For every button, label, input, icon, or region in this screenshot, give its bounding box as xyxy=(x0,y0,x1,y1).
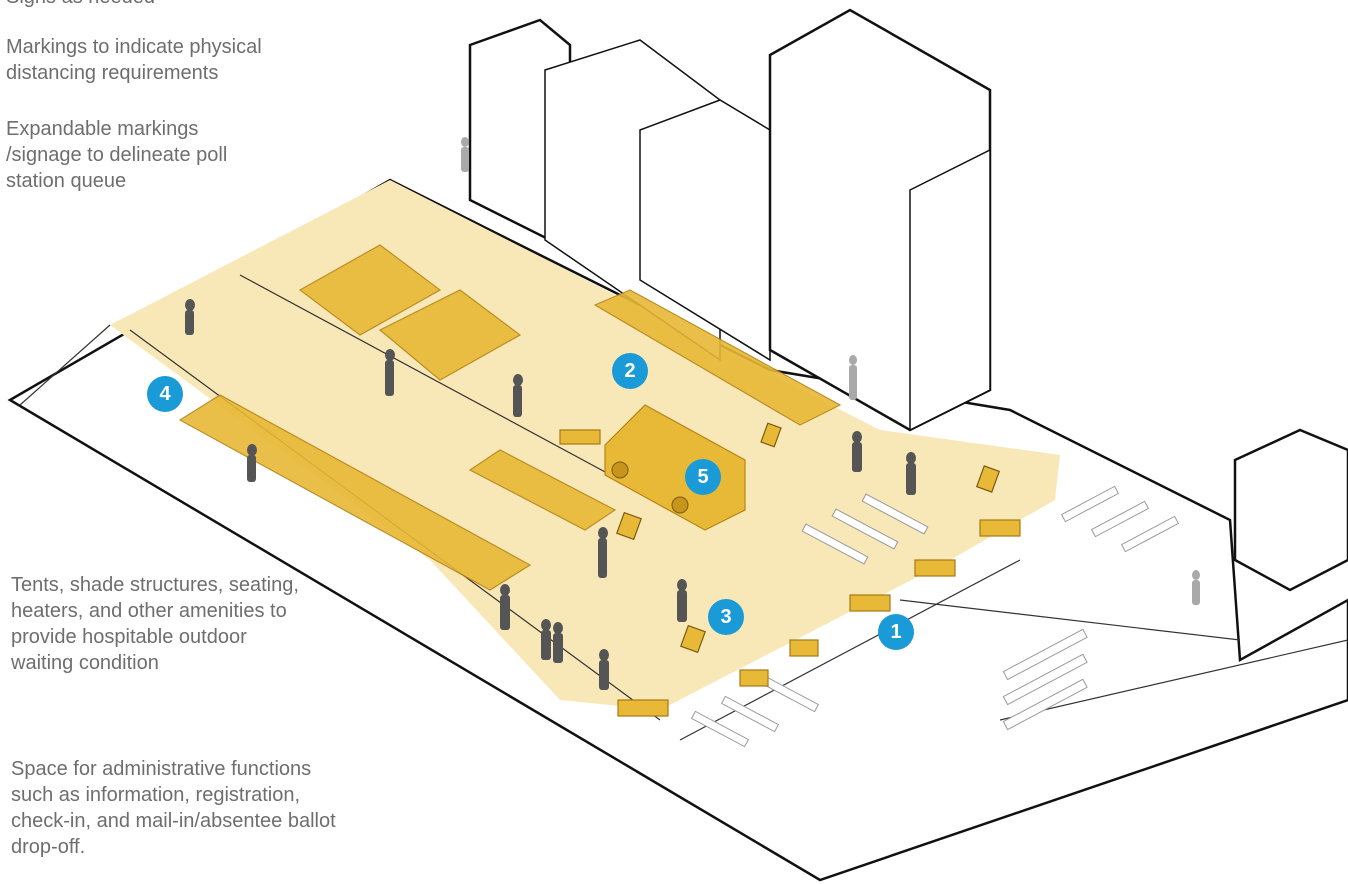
marker-3: 3 xyxy=(708,599,744,635)
tents xyxy=(178,244,842,591)
marker-1-label: 1 xyxy=(890,621,902,643)
van xyxy=(604,404,746,531)
marker-2: 2 xyxy=(612,353,648,389)
signs xyxy=(616,422,1001,654)
note-admin-space: Space for administrative functions such … xyxy=(11,758,336,858)
note-amenities: Tents, shade structures, seating, heater… xyxy=(11,574,299,674)
note-distancing-markings: Markings to indicate physical distancing… xyxy=(6,36,262,84)
people-background xyxy=(461,137,1200,605)
marker-5: 5 xyxy=(685,459,721,495)
marker-5-label: 5 xyxy=(697,466,709,488)
people xyxy=(185,299,916,690)
marker-4-label: 4 xyxy=(159,383,171,405)
marker-4: 4 xyxy=(147,376,183,412)
note-queue-signage: Expandable markings /signage to delineat… xyxy=(6,118,228,192)
buildings xyxy=(468,8,1348,592)
note-signs: Signs as needed xyxy=(6,0,266,10)
crosswalk-stripes xyxy=(690,485,1180,748)
marker-3-label: 3 xyxy=(720,606,732,628)
planters xyxy=(559,429,1021,717)
marker-1: 1 xyxy=(878,614,914,650)
marker-2-label: 2 xyxy=(624,360,636,382)
